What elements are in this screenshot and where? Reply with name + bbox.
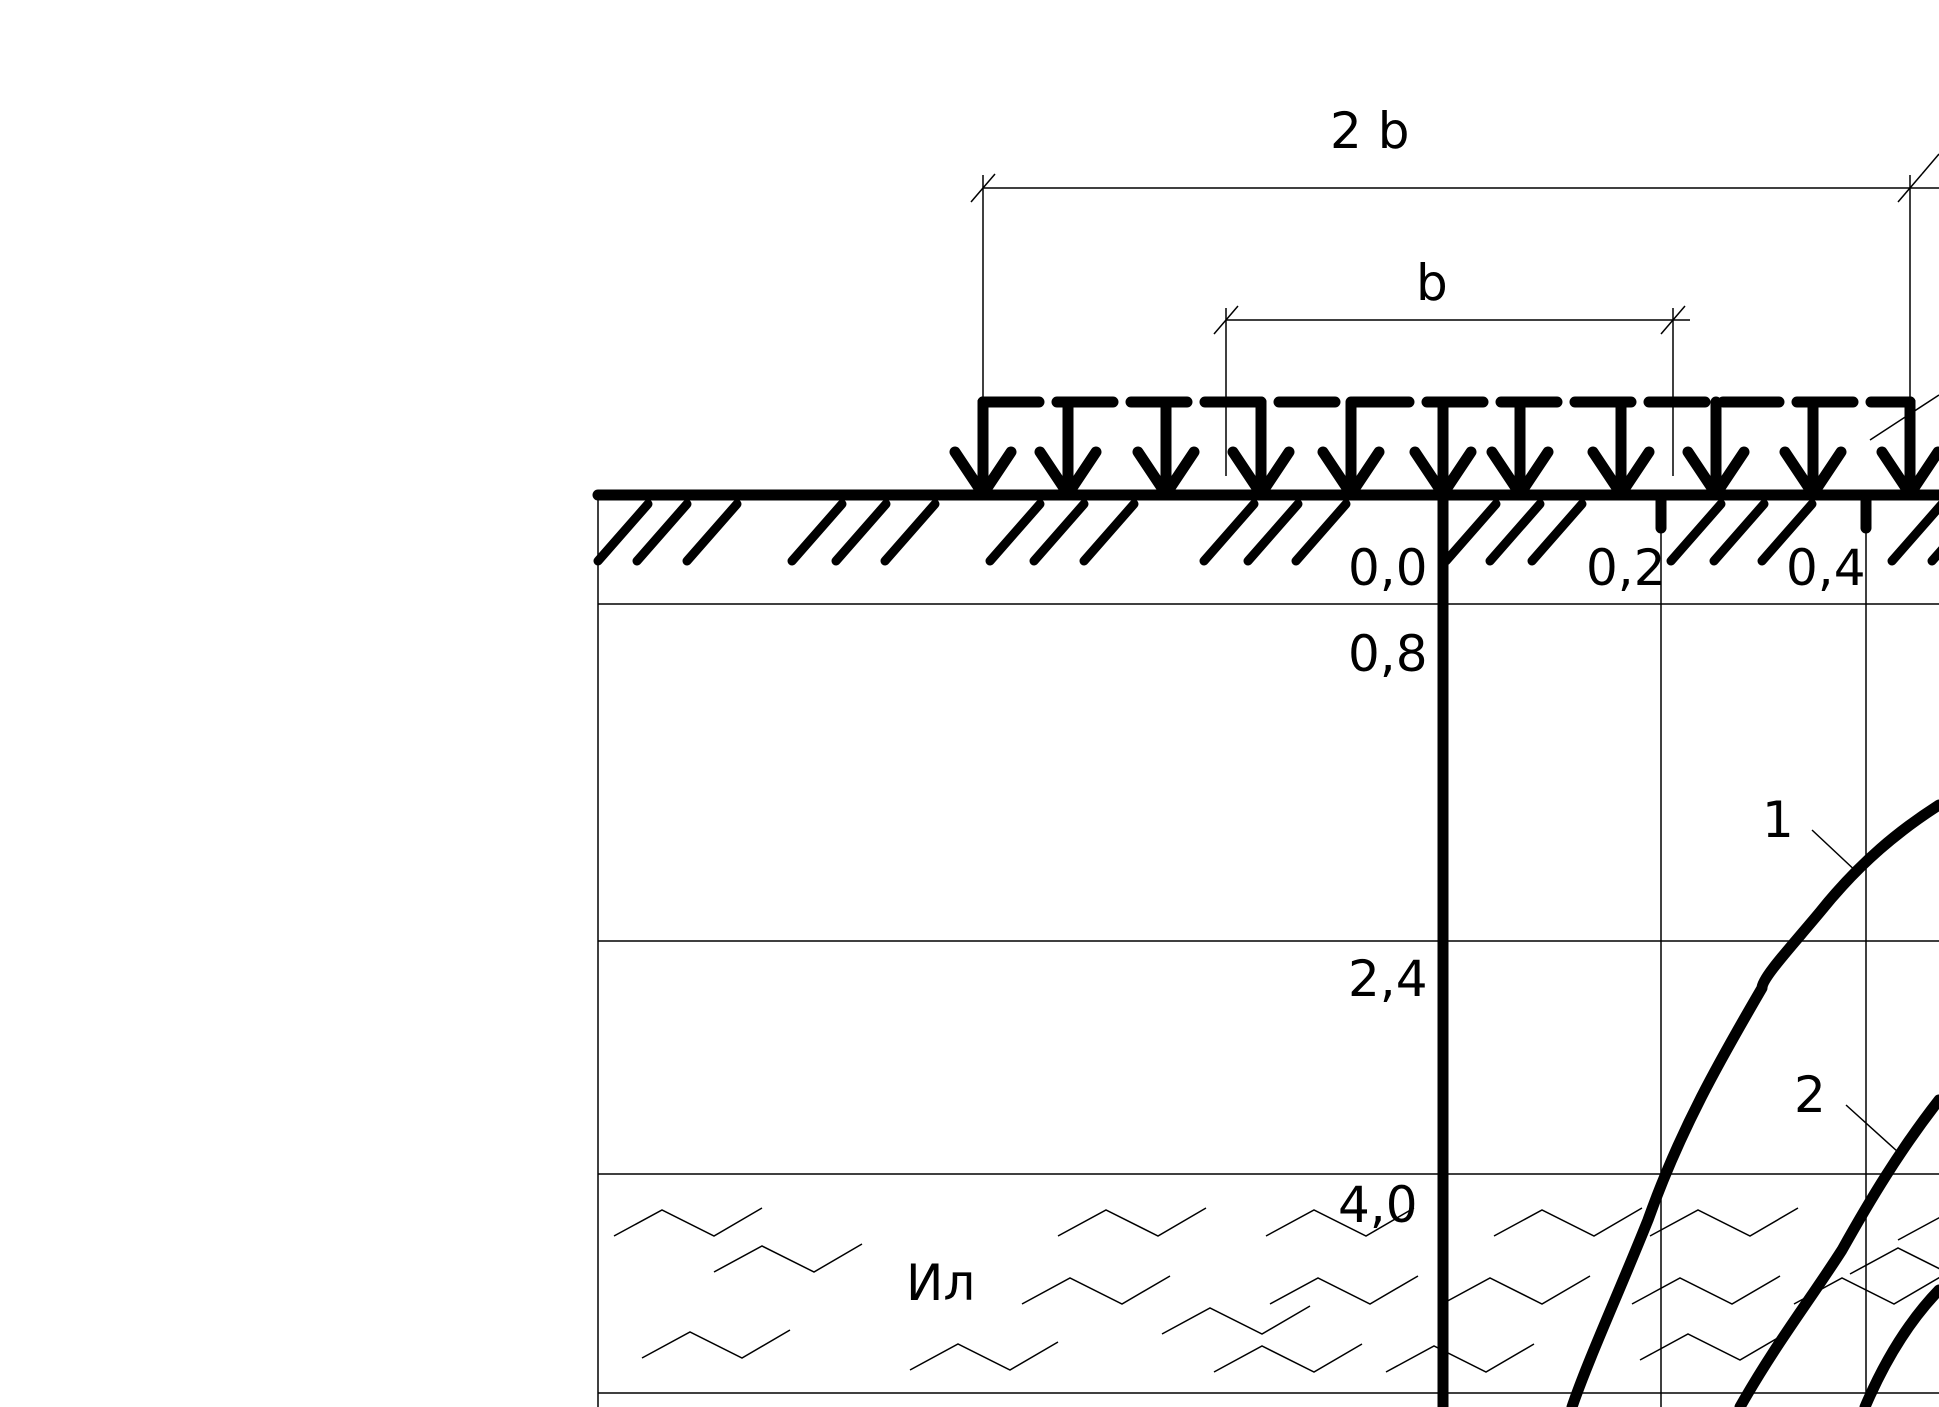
load-arrow	[1876, 396, 1939, 500]
depth-label-4-0: 4,0	[1338, 1176, 1418, 1234]
silt-wave	[1269, 1275, 1419, 1305]
hatch-stroke	[1485, 499, 1545, 566]
dimension-label-b: b	[1416, 254, 1448, 312]
load-arrows	[949, 396, 1939, 500]
hatch-stroke	[985, 499, 1045, 566]
hatch-stroke	[1291, 499, 1351, 566]
hatch-stroke	[1757, 499, 1817, 566]
silt-wave	[1897, 1216, 1939, 1241]
grid-verticals	[597, 496, 1867, 1407]
curve-1-leader	[1811, 829, 1861, 876]
hatch-stroke	[1199, 499, 1259, 566]
hatch-stroke	[1887, 500, 1939, 566]
silt-wave	[1057, 1207, 1207, 1237]
silt-wave	[613, 1207, 763, 1237]
silt-wave-hatching	[613, 1207, 1939, 1373]
hatch-stroke	[1243, 499, 1303, 566]
curve-2-label: 2	[1794, 1066, 1826, 1124]
depth-label-2-4: 2,4	[1348, 950, 1428, 1008]
layer-lines	[598, 603, 1939, 1394]
curve-2-leader	[1845, 1104, 1899, 1153]
silt-wave	[1631, 1275, 1781, 1305]
load-arrow	[1317, 396, 1385, 500]
hatch-stroke	[787, 499, 847, 566]
tick-label-0-4: 0,4	[1786, 539, 1866, 597]
dimension-2b	[970, 153, 1939, 400]
silt-wave	[1493, 1207, 1643, 1237]
silt-wave	[641, 1329, 791, 1359]
silt-wave	[1385, 1343, 1535, 1373]
hatch-stroke	[1079, 499, 1139, 566]
stress-curve-2	[1734, 1094, 1939, 1407]
hatch-stroke	[1441, 499, 1501, 566]
hatch-stroke	[1029, 499, 1089, 566]
hatch-stroke	[1709, 499, 1769, 566]
silt-wave	[1649, 1207, 1799, 1237]
silt-wave	[1021, 1275, 1171, 1305]
hatch-stroke	[831, 499, 891, 566]
load-arrow	[1227, 396, 1295, 500]
stress-curve-1	[1566, 799, 1939, 1407]
load-arrow	[1682, 396, 1750, 500]
load-arrow	[1132, 396, 1200, 500]
hatch-stroke	[1666, 499, 1726, 566]
silt-wave	[713, 1243, 863, 1273]
hatch-stroke	[1527, 499, 1587, 566]
silt-wave	[1213, 1343, 1363, 1373]
silt-wave	[1161, 1305, 1311, 1335]
hatch-stroke	[632, 499, 692, 566]
tick-label-0-2: 0,2	[1586, 539, 1666, 597]
silt-wave	[1849, 1247, 1939, 1275]
ground-hatching	[593, 499, 1939, 566]
depth-label-0-8: 0,8	[1348, 625, 1428, 683]
curve-1-label: 1	[1762, 791, 1794, 849]
load-arrow	[1034, 396, 1102, 500]
distributed-load	[949, 396, 1939, 500]
silt-wave	[1265, 1207, 1415, 1237]
hatch-stroke	[593, 499, 653, 566]
tick-label-0-0: 0,0	[1348, 539, 1428, 597]
load-arrow	[1779, 396, 1847, 500]
stress-curve-3	[1859, 1284, 1939, 1407]
load-arrow	[1486, 396, 1554, 500]
hatch-stroke	[880, 499, 940, 566]
silt-wave	[909, 1341, 1059, 1371]
load-arrow	[949, 396, 1017, 500]
silt-wave	[1441, 1275, 1591, 1305]
silt-wave	[1639, 1331, 1789, 1361]
dimension-b	[1213, 305, 1690, 476]
hatch-stroke	[682, 499, 742, 566]
soil-layer-label: Ил	[906, 1254, 975, 1312]
dimension-label-2b: 2 b	[1330, 102, 1409, 160]
load-arrow	[1587, 396, 1655, 500]
